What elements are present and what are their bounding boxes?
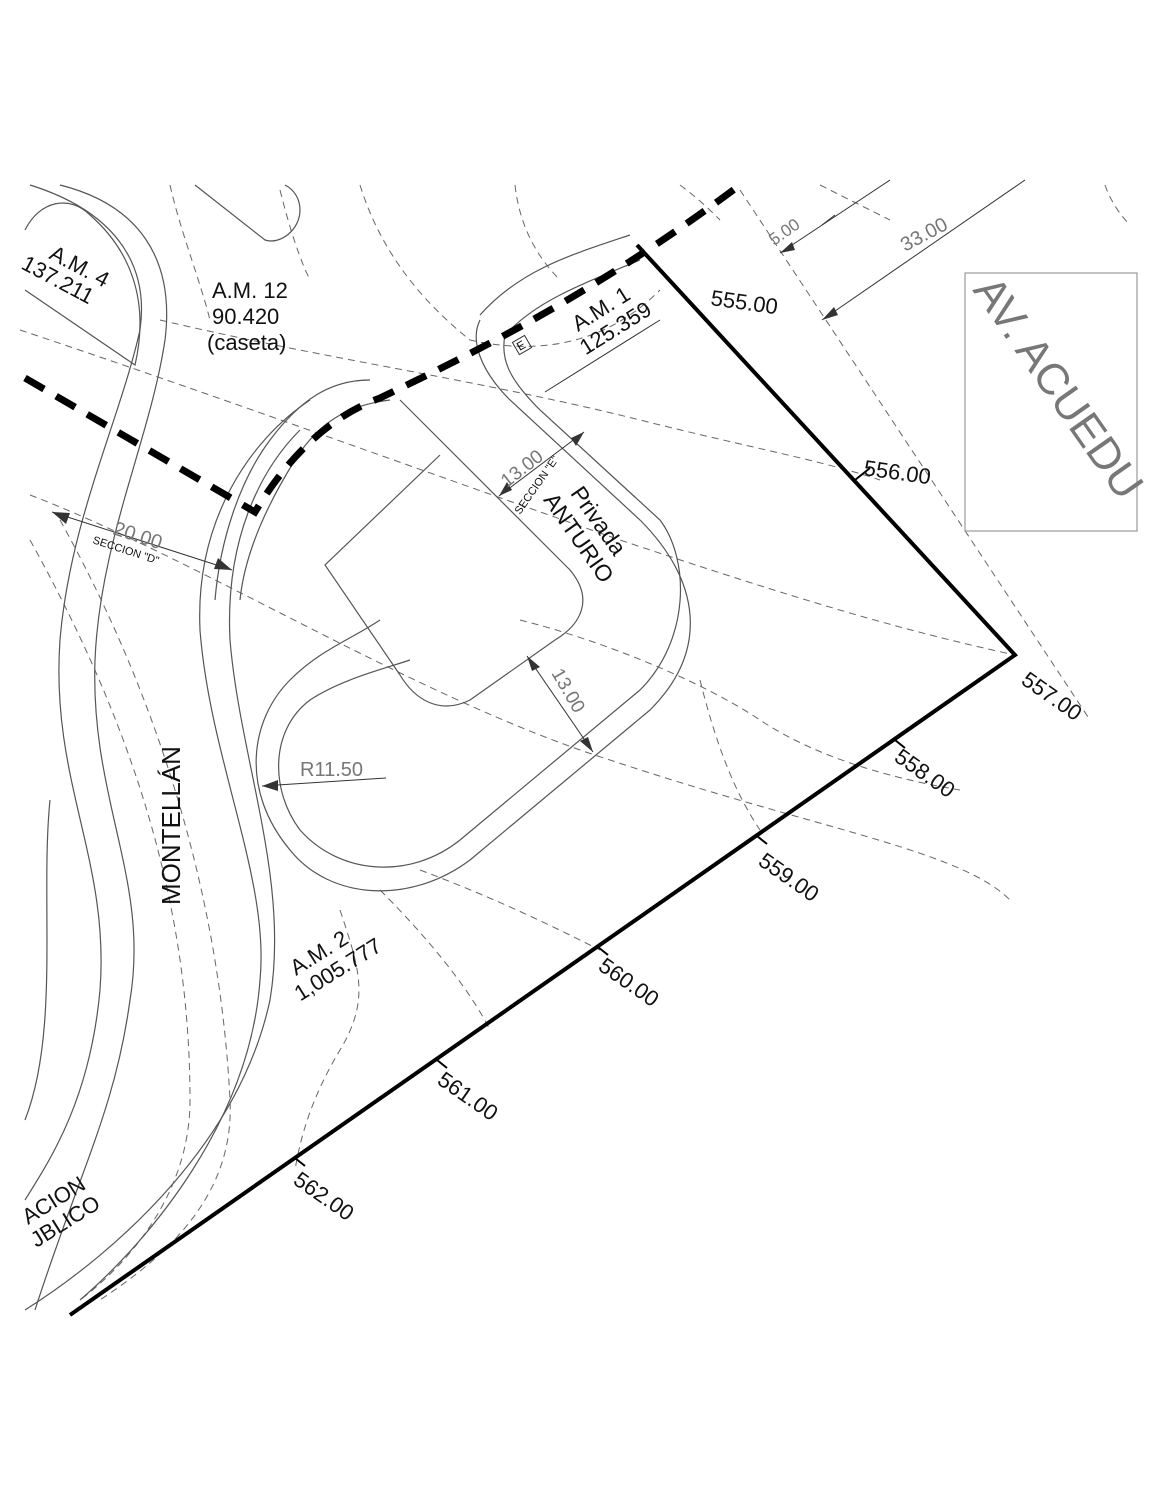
lot-am12-outline: [194, 184, 301, 242]
am12-value: 90.420: [212, 304, 279, 329]
boundary-dashed-line: [23, 182, 743, 517]
street-montellan: MONTELLÁN: [156, 746, 186, 905]
dim-5: 5.00: [765, 215, 803, 250]
lot-am4-outline: [24, 202, 141, 366]
label-am12: A.M. 12 90.420 (caseta): [207, 278, 288, 355]
partial-label: ACION JBLICO: [17, 1171, 104, 1252]
boundary-ticks: [294, 467, 906, 1167]
contour-557: 557.00: [1017, 667, 1086, 726]
label-am2: A.M. 2 1,005.777: [285, 925, 385, 1006]
contour-560: 560.00: [594, 953, 663, 1012]
contour-559: 559.00: [754, 848, 823, 907]
contour-556: 556.00: [862, 455, 932, 489]
label-am1: A.M. 1 125.359: [567, 281, 655, 359]
street-avenue: AV. ACUEDU: [964, 268, 1153, 508]
contour-lines: [19, 184, 1131, 1301]
contour-562: 562.00: [289, 1167, 358, 1226]
property-boundary: [68, 243, 1019, 1317]
contour-561: 561.00: [433, 1067, 502, 1126]
am12-name: A.M. 12: [212, 278, 288, 303]
dimension-lines: [51, 179, 1026, 791]
am12-note: (caseta): [207, 330, 286, 355]
contour-558: 558.00: [890, 744, 959, 803]
street-privada-anturio: Privada ANTURIO: [539, 481, 632, 587]
label-am4: A.M. 4 137.211: [18, 240, 114, 309]
dim-radius: R11.50: [300, 759, 363, 781]
dim-13-mid: 13.00: [547, 665, 589, 717]
avenue-block: [964, 272, 1138, 532]
road-montellan-outlines: [24, 184, 311, 1311]
contour-555: 555.00: [709, 285, 779, 319]
small-square-mark: E: [511, 334, 533, 356]
